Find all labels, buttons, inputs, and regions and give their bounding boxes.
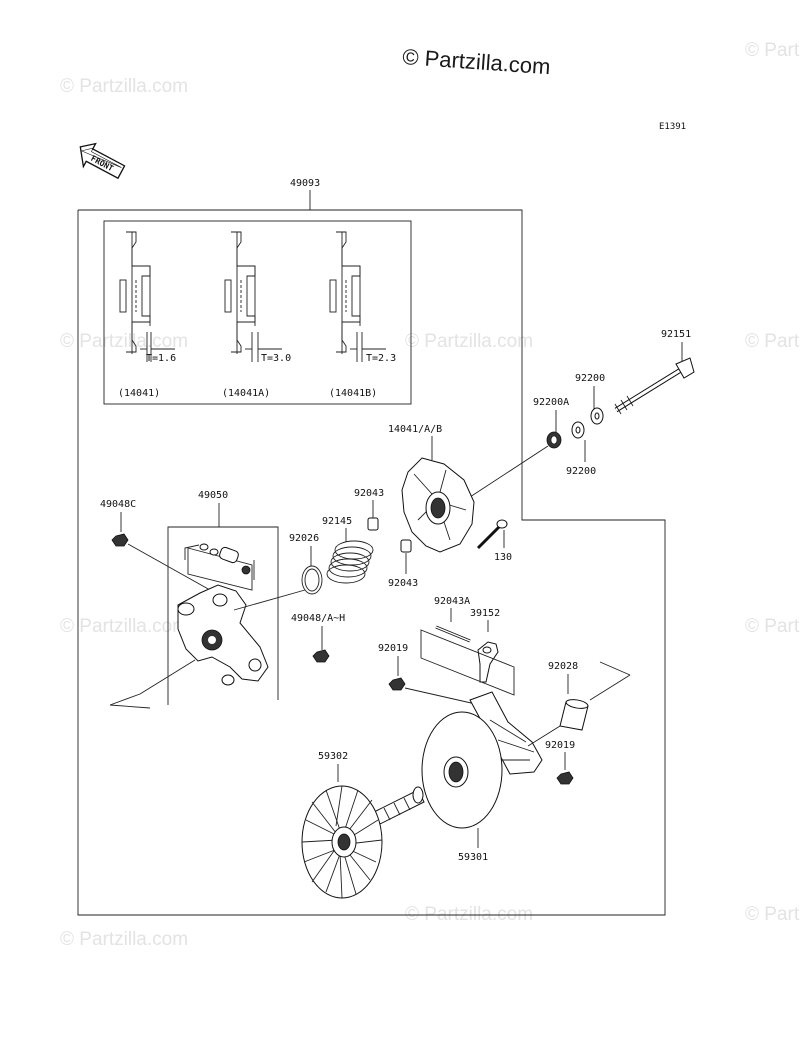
bushing-92200a-icon	[546, 431, 562, 449]
callout-92043-top: 92043	[354, 488, 384, 499]
movable-sheave-59301-icon	[421, 691, 543, 829]
callout-39152: 39152	[470, 608, 500, 619]
watermark-text: © Partzilla.com	[745, 904, 800, 925]
nut-49048ah-icon	[312, 649, 330, 663]
nut-49048c-icon	[111, 533, 129, 547]
assembly-boundary	[77, 209, 666, 916]
watermark-text: © Partzilla.com	[745, 616, 800, 637]
bushing-92028-icon	[559, 699, 589, 731]
roller-39152-icon	[477, 641, 499, 683]
fixed-sheave-59302-icon	[301, 785, 425, 899]
watermark-text: © Partzilla.com	[745, 331, 800, 352]
watermark-text: © Partzilla.com	[405, 331, 533, 352]
bolt-92151-icon	[614, 357, 695, 415]
callout-92200a: 92200A	[533, 397, 569, 408]
pin-92043-icon	[367, 517, 379, 531]
shim-cross-section-icon	[329, 231, 386, 362]
watermark-text: © Partzilla.com	[60, 76, 188, 97]
partzilla-copyright: © Partzilla.com	[402, 44, 552, 79]
watermark-text: © Partzilla.com	[60, 929, 188, 950]
front-arrow-icon: FRONT	[79, 142, 126, 180]
weight-pin-icon	[199, 543, 251, 575]
callout-92028: 92028	[548, 661, 578, 672]
callout-92026: 92026	[289, 533, 319, 544]
callout-49048ah: 49048/A~H	[291, 613, 345, 624]
callout-59301: 59301	[458, 852, 488, 863]
callout-14041: 14041/A/B	[388, 424, 442, 435]
callout-92145: 92145	[322, 516, 352, 527]
callout-49093: 49093	[290, 178, 320, 189]
nut-92019-icon	[388, 677, 406, 691]
callout-92019-left: 92019	[378, 643, 408, 654]
weight-arm-49050-icon	[177, 584, 269, 686]
shim-cross-section-icon	[224, 231, 282, 362]
shim-cross-section-icon	[119, 231, 175, 362]
callout-92151: 92151	[661, 329, 691, 340]
callout-59302: 59302	[318, 751, 348, 762]
weight-kit-bracket	[167, 526, 279, 705]
callout-130: 130	[494, 552, 512, 563]
callout-92200-top: 92200	[575, 373, 605, 384]
callout-49048c: 49048C	[100, 499, 136, 510]
shim-thickness-label: T=2.3	[366, 353, 396, 364]
callout-49050: 49050	[198, 490, 228, 501]
watermark-layer: © Partzilla.com © Partzilla.com © Partzi…	[60, 40, 800, 950]
callout-92043a: 92043A	[434, 596, 470, 607]
shim-part-number: (14041B)	[329, 388, 377, 399]
nut-92019-icon	[556, 771, 574, 785]
o-ring-92026-icon	[301, 565, 323, 595]
callout-92200-bottom: 92200	[566, 466, 596, 477]
watermark-text: © Partzilla.com	[405, 904, 533, 925]
watermark-text: © Partzilla.com	[60, 616, 188, 637]
watermark-text: © Partzilla.com	[60, 331, 188, 352]
spring-92145-icon	[326, 540, 374, 584]
shim-thickness-label: T=3.0	[261, 353, 291, 364]
diagram-code: E1391	[659, 122, 686, 132]
shim-part-number: (14041A)	[222, 388, 270, 399]
watermark-text: © Partzilla.com	[745, 40, 800, 61]
callout-92043-bottom: 92043	[388, 578, 418, 589]
pin-92043-icon	[400, 539, 412, 553]
spider-14041-icon	[401, 457, 475, 553]
bolt-130-icon	[476, 519, 508, 550]
shim-thickness-label: T=1.6	[146, 353, 176, 364]
shim-inset-box	[103, 220, 412, 405]
shim-part-number: (14041)	[118, 388, 160, 399]
callout-92019-right: 92019	[545, 740, 575, 751]
